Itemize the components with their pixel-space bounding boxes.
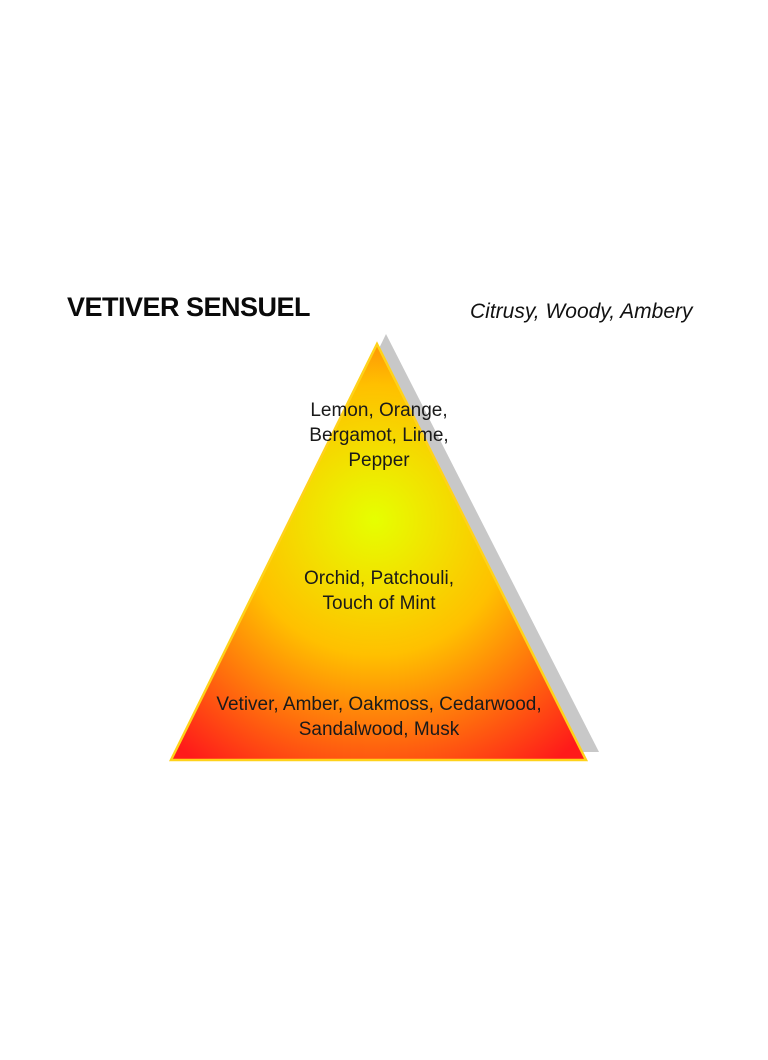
middle-notes: Orchid, Patchouli, Touch of Mint (184, 566, 574, 616)
base-notes: Vetiver, Amber, Oakmoss, Cedarwood, Sand… (184, 692, 574, 742)
middle-note-line: Orchid, Patchouli, (304, 568, 454, 589)
fragrance-character: Citrusy, Woody, Ambery (470, 300, 693, 323)
base-note-line: Sandalwood, Musk (298, 719, 460, 740)
top-note-line: Bergamot, Lime, (309, 425, 449, 446)
middle-note-line: Touch of Mint (322, 593, 436, 614)
top-notes: Lemon, Orange, Bergamot, Lime, Pepper (184, 398, 574, 473)
page-title: VETIVER SENSUEL (67, 292, 311, 322)
top-note-line: Lemon, Orange, (310, 400, 448, 421)
base-note-line: Vetiver, Amber, Oakmoss, Cedarwood, (216, 694, 542, 715)
top-note-line: Pepper (348, 450, 410, 471)
pyramid-triangle (168, 341, 589, 762)
